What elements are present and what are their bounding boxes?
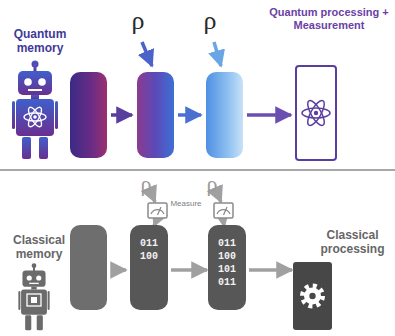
measure-label: Measure <box>168 199 204 208</box>
quantum-memory-slab <box>137 72 174 158</box>
memory-heading: Quantum memory <box>4 28 76 56</box>
flow-arrows <box>111 42 291 115</box>
memory-slab: 011 100 101 011 <box>208 225 246 310</box>
state-symbol: ρ <box>127 6 149 36</box>
state-symbol: ρ <box>199 6 221 36</box>
quantum-memory-slab <box>206 72 243 158</box>
classical-robot <box>18 263 49 330</box>
memory-slab: 011 100 <box>130 225 168 310</box>
state-symbol: ρ <box>202 171 222 196</box>
state-symbol: ρ <box>136 171 156 196</box>
flow-arrow <box>249 268 292 272</box>
bit-string: 011 100 101 011 <box>216 237 238 289</box>
node-heading: Classical processing <box>314 229 391 257</box>
quantum-processing-box: Quantum processing + Measurement <box>262 6 395 160</box>
classical-processor <box>293 262 332 330</box>
measure-meter <box>214 203 233 218</box>
quantum-memory-slab <box>70 72 107 158</box>
quantum-robot <box>12 61 58 160</box>
divider <box>0 169 395 171</box>
classical-processing-box: Classical processing <box>293 229 393 330</box>
bit-string: 011 100 <box>138 237 160 263</box>
measure-meter <box>148 203 167 218</box>
memory-heading: Classical memory <box>2 234 76 262</box>
flow-arrow <box>171 268 207 272</box>
quantum-processor <box>296 66 336 160</box>
classical-memory-slab <box>70 225 107 310</box>
node-heading: Quantum processing + Measurement <box>269 6 389 31</box>
